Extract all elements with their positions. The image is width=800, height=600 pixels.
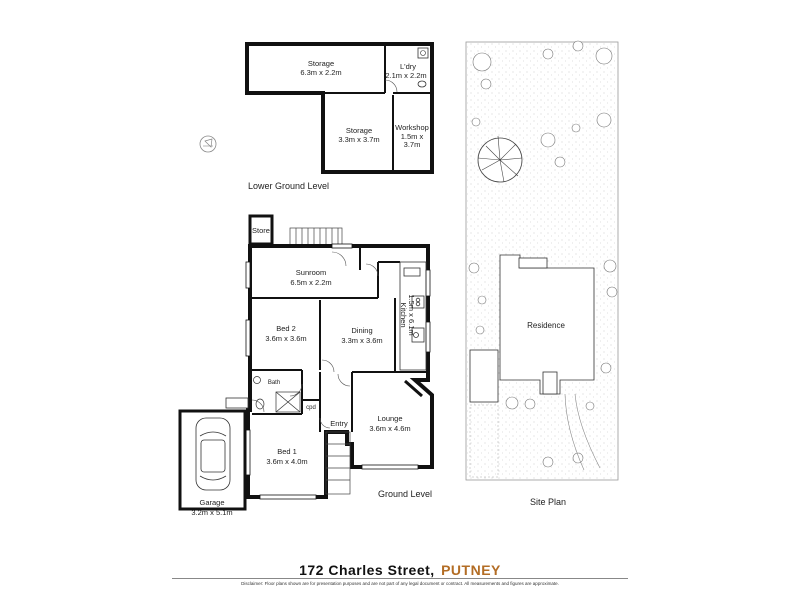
bed1-size: 3.6m x 4.0m — [266, 457, 307, 466]
car-icon — [195, 417, 231, 491]
dining-size: 3.3m x 3.6m — [341, 336, 382, 345]
stairs — [289, 227, 343, 247]
storage-small-size: 3.3m x 3.7m — [338, 135, 379, 144]
workshop-size-line2: 3.7m — [404, 140, 421, 149]
sunroom-name: Sunroom — [296, 268, 326, 277]
compass-icon — [199, 135, 217, 153]
lounge-name: Lounge — [377, 414, 402, 423]
kitchen-name: Kitchen — [399, 302, 408, 327]
entry-name: Entry — [330, 419, 348, 428]
storage-large-name: Storage — [308, 59, 334, 68]
lower-ground-level-label: Lower Ground Level — [248, 181, 329, 191]
cpd-name: cpd — [306, 405, 316, 411]
tree-icon — [468, 40, 618, 468]
bed2-size: 3.6m x 3.6m — [265, 334, 306, 343]
garage-wall — [178, 409, 247, 511]
garage-name: Garage — [199, 498, 224, 507]
lounge-size: 3.6m x 4.6m — [369, 424, 410, 433]
address-suburb: PUTNEY — [441, 562, 501, 578]
lower-ground-outer-wall — [245, 42, 434, 174]
residence-outline — [469, 254, 595, 403]
storage-small-name: Storage — [346, 126, 372, 135]
ground-level-label: Ground Level — [378, 489, 432, 499]
sunroom-size: 6.5m x 2.2m — [290, 278, 331, 287]
footer-divider — [172, 578, 628, 579]
residence-label: Residence — [527, 321, 565, 330]
laundry-name: L'dry — [400, 62, 416, 71]
workshop-size-line1: 1.5m x — [401, 132, 424, 141]
bed1-name: Bed 1 — [277, 447, 297, 456]
floor-plan: Storage 6.3m x 2.2m L'dry 2.1m x 2.2m St… — [178, 40, 619, 517]
large-tree-icon — [477, 135, 523, 183]
dining-name: Dining — [351, 326, 372, 335]
garage-size: 3.2m x 5.1m — [191, 508, 232, 517]
address-street: 172 Charles Street, — [299, 562, 435, 578]
bed2-name: Bed 2 — [276, 324, 296, 333]
kitchen-size: 1.5m x 6.1m — [407, 294, 416, 335]
site-plan: Residence Site Plan — [465, 40, 619, 507]
store-name: Store — [252, 226, 270, 235]
bath-name: Bath — [268, 380, 280, 386]
site-plan-label: Site Plan — [530, 497, 566, 507]
property-address: 172 Charles Street, PUTNEY — [0, 562, 800, 578]
workshop-name: Workshop — [395, 123, 429, 132]
ground-level: Store Sunroom 6.5m x 2.2m Bed 2 3.6m x 3… — [178, 214, 434, 517]
laundry-size: 2.1m x 2.2m — [385, 71, 426, 80]
lower-ground-level: Storage 6.3m x 2.2m L'dry 2.1m x 2.2m St… — [245, 42, 434, 191]
disclaimer-text: Disclaimer: Floor plans shown are for pr… — [241, 581, 559, 586]
storage-large-size: 6.3m x 2.2m — [300, 68, 341, 77]
